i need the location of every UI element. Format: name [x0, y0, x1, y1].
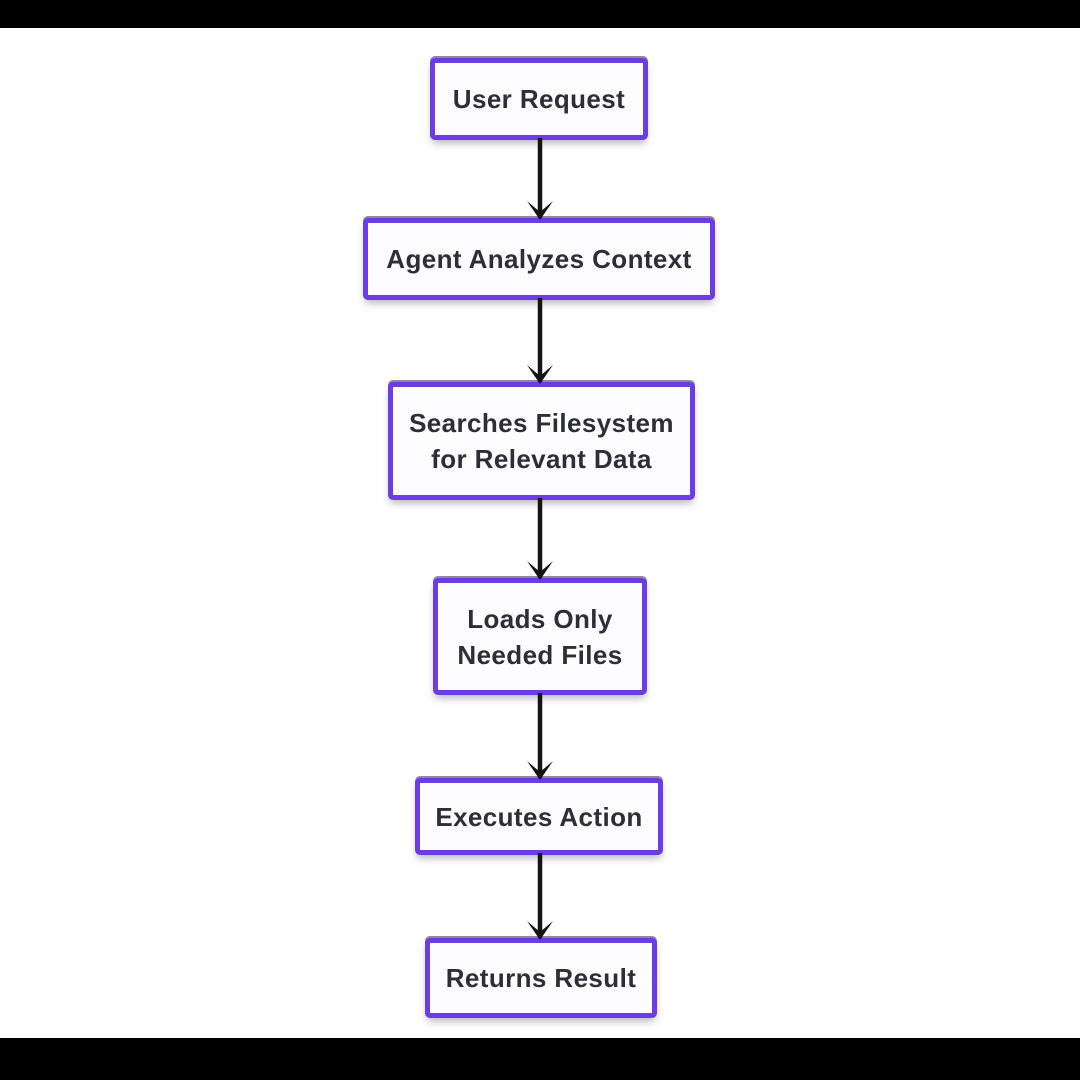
flow-arrow-5 — [527, 853, 553, 940]
flow-node-returns-result: Returns Result — [425, 938, 657, 1018]
flow-node-user-request: User Request — [430, 58, 648, 140]
flow-arrow-3 — [527, 498, 553, 580]
letterbox-bottom-bar — [0, 1038, 1080, 1080]
node-label: Executes Action — [435, 801, 643, 832]
flow-node-agent-analyzes-context: Agent Analyzes Context — [363, 218, 715, 300]
node-label: User Request — [452, 84, 626, 114]
flow-arrow-4 — [527, 693, 553, 780]
node-label: Searches Filesystem for Relevant Data — [409, 408, 674, 474]
node-label: Returns Result — [445, 963, 637, 993]
flow-node-loads-needed-files: Loads Only Needed Files — [433, 578, 647, 695]
flow-node-executes-action: Executes Action — [415, 778, 663, 855]
flow-node-searches-filesystem: Searches Filesystem for Relevant Data — [388, 382, 695, 500]
node-label: Agent Analyzes Context — [386, 244, 692, 274]
flow-arrow-2 — [527, 298, 553, 384]
flow-arrow-1 — [527, 138, 553, 220]
node-label: Loads Only Needed Files — [457, 603, 623, 670]
letterbox-top-bar — [0, 0, 1080, 28]
